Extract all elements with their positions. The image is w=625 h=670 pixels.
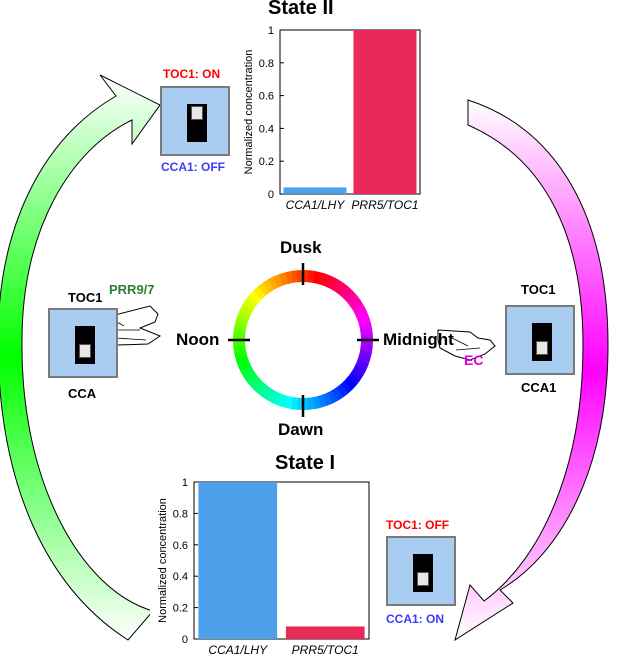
y-tick-label: 0: [268, 189, 274, 201]
y-tick-label: 0.2: [259, 156, 274, 168]
y-tick-label: 0: [182, 634, 188, 646]
right-switch-hand-label: EC: [464, 352, 483, 368]
clock-label-noon: Noon: [176, 330, 219, 350]
state2-switch-top-label: TOC1: ON: [163, 67, 220, 81]
state2-switch-bottom-label: CCA1: OFF: [161, 160, 225, 174]
bar-cca1-lhy: [284, 187, 347, 194]
left-switch-bottom-label: CCA: [68, 386, 96, 401]
x-tick-label: CCA1/LHY: [286, 198, 346, 212]
clock-label-dawn: Dawn: [278, 420, 323, 440]
y-tick-label: 0.8: [173, 508, 188, 520]
clock-label-midnight: Midnight: [383, 330, 454, 350]
x-tick-label: CCA1/LHY: [208, 643, 268, 657]
left-switch-top-label: TOC1: [68, 290, 102, 305]
state1-switch-top-label: TOC1: OFF: [386, 518, 449, 532]
clock-label-dusk: Dusk: [280, 238, 322, 258]
state1-title: State I: [275, 452, 335, 475]
wheel-ticks: [228, 263, 379, 417]
right-switch-bottom-label: CCA1: [521, 380, 556, 395]
toggle-switch-icon-left: [48, 308, 118, 378]
bar-prr5-toc1: [354, 30, 417, 194]
bar-prr5-toc1: [286, 626, 365, 639]
y-axis-label: Normalized concentration: [243, 50, 255, 175]
y-tick-label: 0.8: [259, 58, 274, 70]
x-tick-label: PRR5/TOC1: [292, 643, 359, 657]
state1-switch-bottom-label: CCA1: ON: [386, 612, 444, 626]
x-tick-label: PRR5/TOC1: [351, 198, 418, 212]
y-tick-label: 1: [268, 25, 274, 37]
y-tick-label: 0.4: [173, 571, 188, 583]
y-axis-label: Normalized concentration: [157, 498, 169, 623]
y-tick-label: 0.6: [173, 540, 188, 552]
toggle-switch-icon-state1: [386, 536, 456, 606]
toggle-switch-icon-state2: [160, 86, 230, 156]
y-tick-label: 0.4: [259, 123, 274, 135]
y-tick-label: 0.6: [259, 91, 274, 103]
bar-cca1-lhy: [198, 482, 277, 639]
right-switch-top-label: TOC1: [521, 282, 555, 297]
y-tick-label: 1: [182, 477, 188, 489]
state2-title: State II: [268, 0, 334, 20]
toggle-switch-icon-right: [505, 305, 575, 375]
left-switch-hand-label: PRR9/7: [109, 282, 155, 297]
y-tick-label: 0.2: [173, 603, 188, 615]
color-wheel-icon: [239, 276, 367, 404]
